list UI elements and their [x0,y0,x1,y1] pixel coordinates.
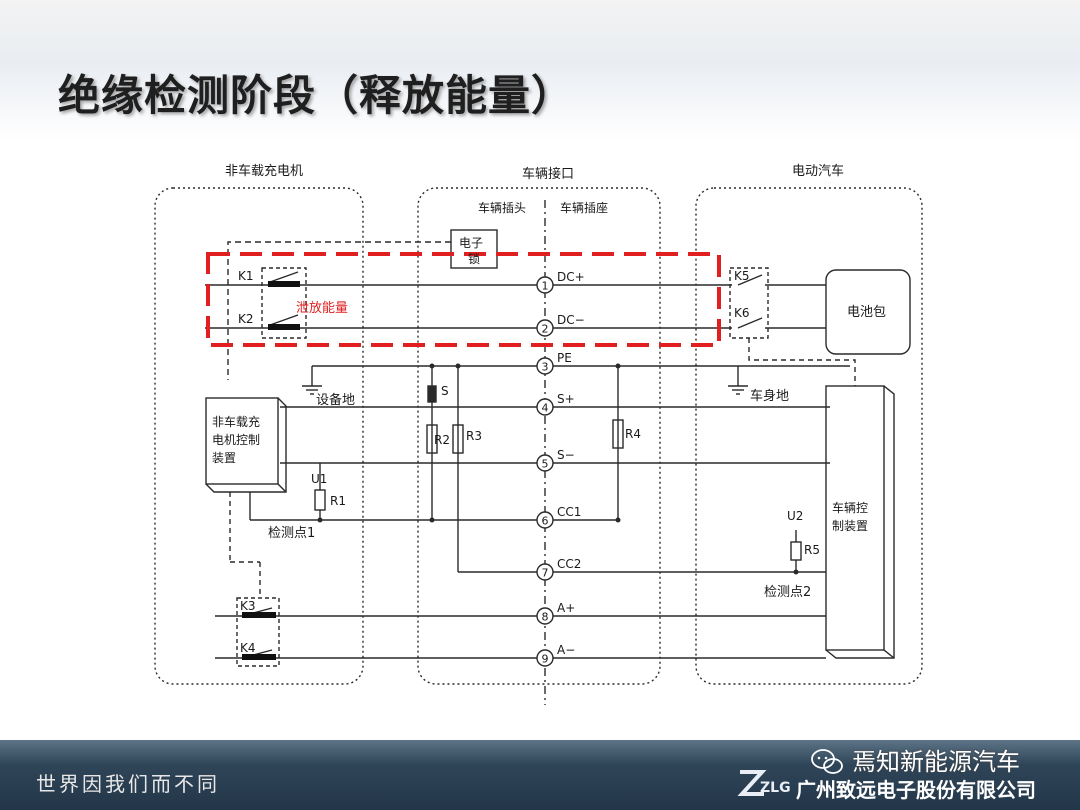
k5-label: K5 [734,269,750,283]
e-lock-label-2: 锁 [468,251,480,266]
wechat-icon [811,749,843,774]
pin-6-number: 6 [542,515,549,528]
pin-2-circle [536,319,554,337]
r3-label: R3 [466,429,482,443]
contact-bars [242,281,300,660]
pin-4-label: S+ [557,392,575,406]
pin-1-number: 1 [542,280,549,293]
e-lock-label-1: 电子 [459,236,483,250]
r5-resistor [790,541,802,561]
pin-9-number: 9 [542,653,549,666]
pin-4-circle [536,398,554,416]
socket-label: 车辆插座 [560,200,608,215]
lock-link-line [227,241,451,380]
slide-title: 绝缘检测阶段（释放能量） [58,71,575,120]
k4-label: K4 [240,641,256,655]
zlg-logo: ZLG [737,770,790,796]
pin-9-circle [536,649,554,667]
charger-ctrl-label-1: 非车载充 [212,414,260,429]
r2-resistor [426,424,438,454]
pin-group: 1 DC+ 2 DC− 3 PE 4 S+ 5 S− 6 CC1 7 CC2 8 A+ 9 A− [536,270,585,667]
pin-8-number: 8 [542,611,549,624]
plug-label: 车辆插头 [478,200,526,215]
k6-label: K6 [734,306,750,320]
interface-section-box [417,187,661,685]
pin-1-circle [536,276,554,294]
electronic-lock-box [450,229,498,269]
s-switch [427,385,437,403]
vehicle-control-box [825,385,885,651]
pin-5-circle [536,454,554,472]
k3-k4-switch-box [236,597,280,667]
pin-2-label: DC− [557,313,585,327]
charger-ctrl-label-3: 装置 [212,451,236,465]
pin-8-label: A+ [557,601,575,615]
charging-circuit-diagram: 1 DC+ 2 DC− 3 PE 4 S+ 5 S− 6 CC1 7 CC2 8 A+ 9 A− 非车载充电机 车… [154,163,923,705]
pin-7-circle [536,563,554,581]
pin-2-number: 2 [542,323,549,336]
pin-3-circle [536,357,554,375]
pin-8-circle [536,607,554,625]
pin-1-label: DC+ [557,270,585,284]
detect-point-2-label: 检测点2 [764,585,811,600]
k1-label: K1 [238,269,254,283]
charger-ctrl-label-2: 电机控制 [212,433,260,447]
pin-3-number: 3 [542,361,549,374]
pin-4-number: 4 [542,402,549,415]
vehicle-ctrl-label-2: 制装置 [832,519,868,533]
release-energy-label: 泄放能量 [296,301,348,316]
pin-7-number: 7 [542,567,549,580]
watermark-text: 焉知新能源汽车 [852,748,1020,776]
company-name: 广州致远电子股份有限公司 [796,778,1036,802]
r1-resistor [314,489,326,511]
footer-bar: 世界因我们而不同 ZLG 广州致远电子股份有限公司 [0,740,1080,810]
r4-label: R4 [625,427,641,441]
pin-5-label: S− [557,448,575,462]
pin-6-circle [536,511,554,529]
equip-ground-label: 设备地 [316,392,355,408]
interface-section-label: 车辆接口 [522,166,574,182]
battery-label: 电池包 [847,305,886,320]
r2-label: R2 [434,433,450,447]
r5-label: R5 [804,543,820,557]
charger-section-label: 非车载充电机 [225,163,303,179]
pin-6-label: CC1 [557,505,581,519]
k3-label: K3 [240,599,256,613]
battery-pack-box [825,269,911,355]
charger-section-box [154,187,364,685]
k2-label: K2 [238,312,254,326]
vehicle-section-box [695,187,923,685]
pin-7-label: CC2 [557,557,581,571]
pin-9-label: A− [557,643,575,657]
pin-5-number: 5 [542,458,549,471]
release-energy-highlight [206,252,721,347]
svg-text:ZLG: ZLG [760,780,790,796]
r1-label: R1 [330,494,346,508]
charger-control-box [205,397,279,485]
s-label: S [441,384,449,398]
detect-point-1-label: 检测点1 [268,526,315,541]
r4-resistor [612,419,624,449]
header-background [0,0,1080,140]
k1-k2-switch-box [261,267,307,339]
r3-resistor [452,424,464,454]
u1-label: U1 [311,472,327,486]
footer-slogan: 世界因我们而不同 [36,772,220,796]
pin-3-label: PE [557,351,572,365]
u2-label: U2 [787,509,803,523]
body-ground-label: 车身地 [750,388,789,404]
vehicle-section-label: 电动汽车 [792,163,844,179]
vehicle-ctrl-label-1: 车辆控 [832,500,868,515]
